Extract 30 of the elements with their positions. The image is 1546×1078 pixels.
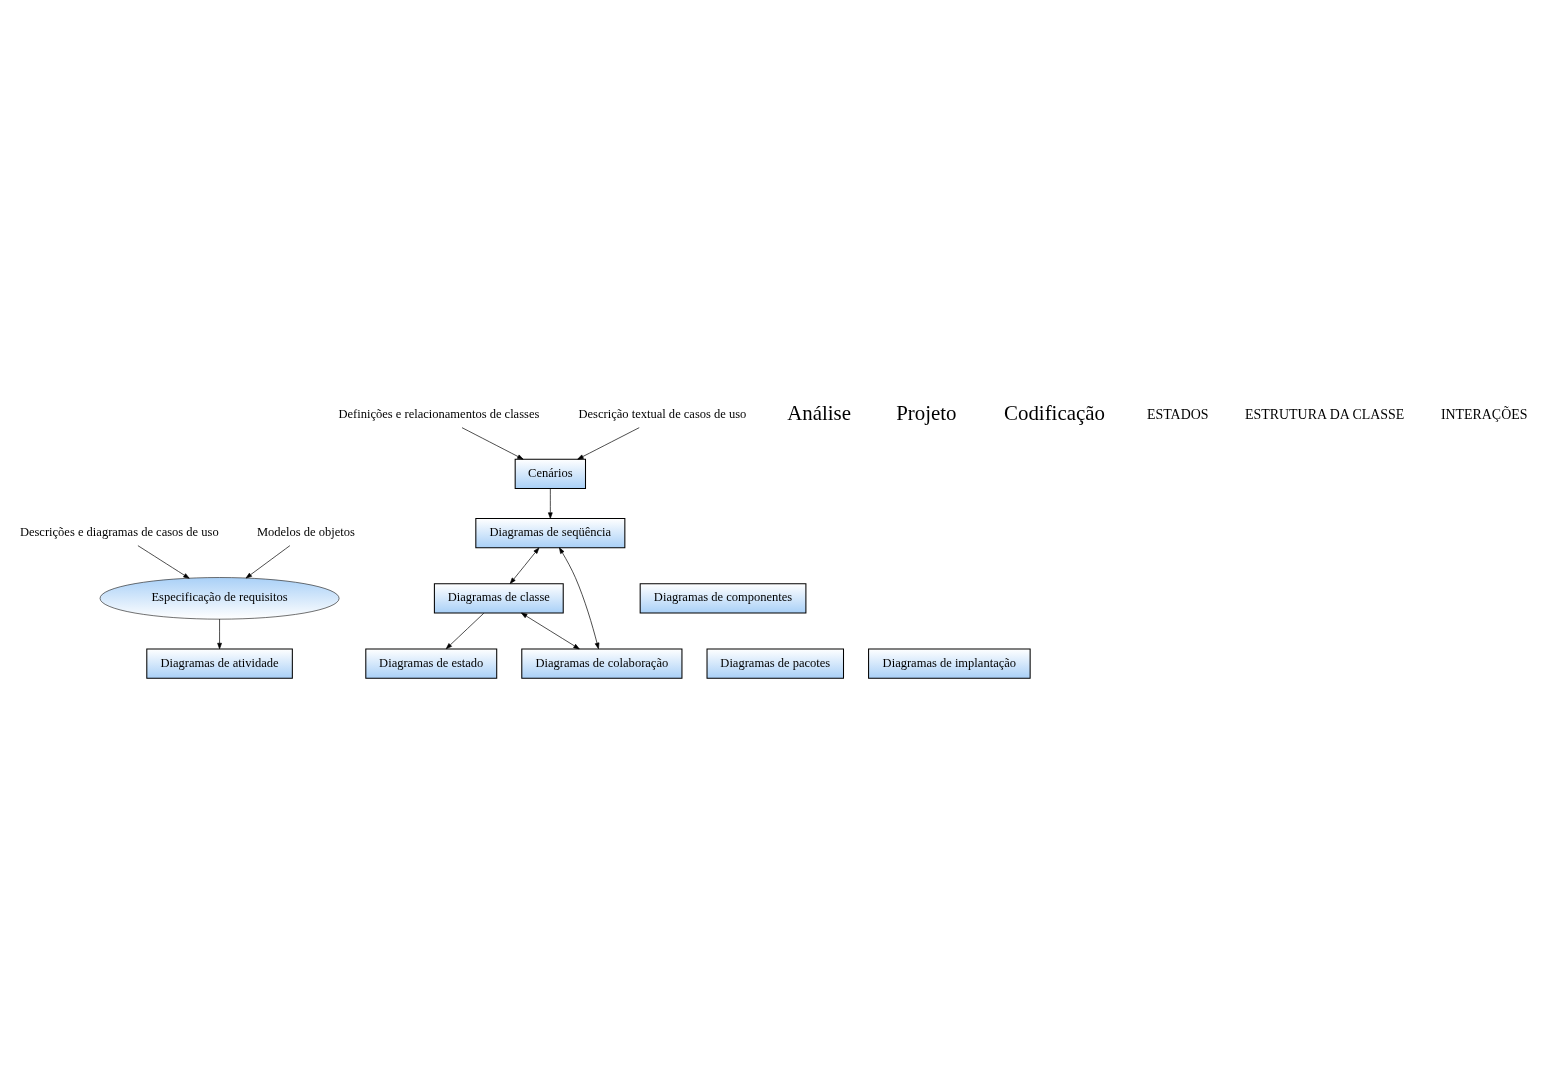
- node-box: Diagramas de estado: [365, 647, 498, 679]
- node-text: Descrições e diagramas de casos de uso: [19, 524, 219, 539]
- arrow: [548, 487, 553, 519]
- arrow: [137, 544, 190, 579]
- node-text: Definições e relacionamentos de classes: [338, 406, 540, 421]
- node-box: Cenários: [514, 458, 587, 489]
- arrow: [461, 426, 524, 460]
- node-box: Diagramas de atividade: [146, 647, 293, 679]
- arrow: [445, 612, 485, 649]
- node-box: Diagramas de seqüência: [475, 517, 626, 548]
- node-box: Diagramas de componentes: [639, 582, 807, 613]
- node-text: Modelos de objetos: [256, 524, 355, 539]
- arrow: [521, 612, 580, 649]
- label: Análise: [787, 400, 852, 425]
- arrow: [509, 547, 540, 584]
- arrow: [559, 546, 600, 649]
- label: Codificação: [1004, 400, 1105, 425]
- label: Projeto: [896, 400, 957, 425]
- node-text: Descrição textual de casos de uso: [578, 406, 747, 421]
- node-box: Diagramas de pacotes: [706, 647, 845, 679]
- node-box: Diagramas de classe: [433, 582, 564, 613]
- label: INTERAÇÕES: [1440, 406, 1528, 422]
- node-box: Diagramas de colaboração: [521, 647, 683, 679]
- node-box: Diagramas de implantação: [868, 647, 1031, 679]
- arrow: [245, 544, 291, 578]
- label: ESTRUTURA DA CLASSE: [1245, 406, 1405, 422]
- arrow: [577, 426, 640, 460]
- arrow: [217, 618, 222, 649]
- node-ellipse: Especificação de requisitos: [99, 576, 340, 619]
- label: ESTADOS: [1147, 406, 1209, 422]
